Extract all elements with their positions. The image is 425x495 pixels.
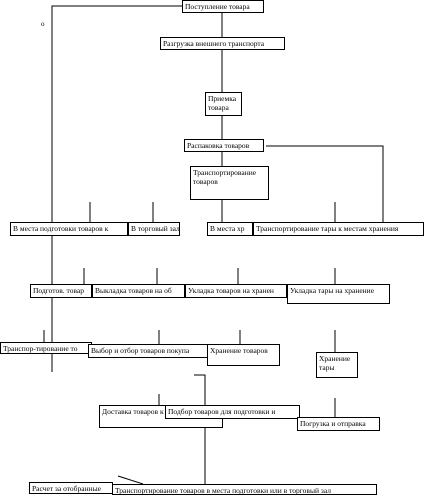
node-unpacking: Распаковка товаров xyxy=(184,139,264,152)
node-display-goods: Выкладка товаров на об xyxy=(92,284,185,298)
node-transport-prepared: Транспор-тирование то xyxy=(0,342,92,354)
node-transport-goods: Транспортирование товаров xyxy=(190,166,269,200)
node-unloading: Разгрузка внешнего транспорта xyxy=(160,37,285,50)
node-prepare-goods: Подготов. товар xyxy=(30,284,92,298)
node-loading-dispatch: Погрузка и отправка xyxy=(297,417,380,431)
node-payment: Расчет за отобранные xyxy=(29,482,113,494)
node-storage-goods: Хранение товаров xyxy=(207,344,280,366)
small-circle-marker: o xyxy=(41,20,45,28)
connector-center-descend xyxy=(194,374,206,485)
node-stack-tare: Укладка тары на хранение xyxy=(287,284,390,304)
node-tare-transport: Транспортирование тары к местам хранения xyxy=(253,222,424,236)
node-transport-final: Транспортирование товаров в места подгот… xyxy=(112,484,377,495)
connector-left-bracket xyxy=(51,5,182,372)
node-pick-goods: Подбор товаров для подготовки и xyxy=(165,405,300,419)
node-to-sales-floor: В торговый зал xyxy=(128,222,180,236)
node-to-prep-places: В места подготовки товаров к xyxy=(10,222,128,236)
connector-n4-tare xyxy=(266,145,384,222)
node-acceptance: Приемка товара xyxy=(205,92,242,116)
node-arrival: Поступление товара xyxy=(182,0,264,13)
node-select-goods: Выбор и отбор товаров покупа xyxy=(88,344,208,358)
node-stack-goods: Укладка товаров на хранен xyxy=(185,284,287,298)
node-to-storage: В места хр xyxy=(207,222,253,236)
node-storage-tare: Хранение тары xyxy=(316,352,358,378)
connector-n21-slant xyxy=(117,475,144,485)
